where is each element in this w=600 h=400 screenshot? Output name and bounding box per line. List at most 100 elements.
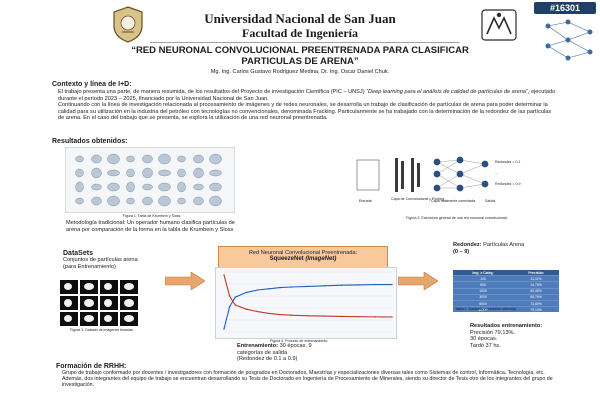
accuracy-point [279,286,281,289]
particle-sample [177,168,186,178]
particle-sample [158,182,171,192]
training-progress-chart [215,267,397,339]
university-logo [113,6,143,43]
figure-4-caption: Figura 4. Proceso de entrenamiento. [270,339,329,343]
particle-sample [91,196,102,206]
cnn-box-line-1: Red Neuronal Convolucional Preentrenada: [248,250,358,256]
particle-sample [209,169,222,177]
accuracy-point [324,285,326,287]
accuracy-point [228,306,231,308]
table-cell-precision: 11,11% [512,275,559,282]
loss-point [268,312,270,315]
results-heading: Resultados obtenidos: [52,138,128,145]
binary-dataset-images [60,280,140,326]
header-divider [150,42,460,43]
accuracy-series-line [223,283,393,330]
context-paragraph-2: Continuando con la línea de investigació… [58,102,552,122]
context-heading: Contexto y línea de I+D: [52,81,132,88]
loss-point [279,313,281,316]
particle-sample [177,155,186,163]
accuracy-point [357,284,360,286]
title-line-1: “RED NEURONAL CONVOLUCIONAL PREENTRENADA… [131,45,469,56]
datasets-text: Conjuntos de partículas arena (para Entr… [63,257,143,270]
krumbein-sloss-table-image [64,146,236,214]
particle-sample [209,153,222,165]
particle-sample [126,168,135,178]
output-label-2: Redondez = 0.9 [495,182,520,186]
training-results-heading: Resultados entrenamiento: [470,323,543,329]
table-cell-precision: 79,13% [512,306,559,313]
binary-particle-image [80,280,98,294]
particle-silhouette [84,283,94,290]
particle-silhouette [64,283,72,290]
loss-point [223,274,225,276]
rrhh-heading: Formación de RRHH: [56,363,127,370]
particle-sample [75,181,84,193]
binary-particle-image [120,312,138,326]
loss-point [391,316,393,318]
accuracy-point [223,328,225,330]
conv-layers [395,158,420,192]
particle-sample [126,181,135,193]
particle-sample [193,154,204,164]
particle-sample [107,153,120,165]
chart-grid [224,271,392,333]
label-conv: Capa de Convolucional y Pooling [391,197,444,201]
context-p1-c: , ejecutado durante el periodo 2023 – 20… [58,89,556,102]
particle-sample [209,182,222,192]
datasets-text-1: Conjuntos de partículas arena [63,257,138,263]
figure-1-caption: Figura 1. Tabla de Krumbein y Sloss. [122,214,182,218]
particle-silhouette [104,299,112,307]
datasets-text-2: (para Entrenamiento) [63,263,116,270]
university-name: Universidad Nacional de San Juan [204,11,396,26]
particle-silhouette [84,315,94,322]
rrhh-text: Grupo de trabajo conformado por docentes… [62,370,553,389]
methodology-text: Metodología tradicional: Un operador hum… [66,220,235,233]
loss-point [340,315,343,318]
particle-silhouette [124,299,134,307]
particle-sample [193,167,204,179]
title-line-2: PARTICULAS DE ARENA” [241,56,359,67]
redondez-range: (0 – 9) [453,249,469,256]
output-dots: ... [495,171,498,175]
project-name: “Deep learning para el análisis de calid… [366,89,528,95]
context-text: El trabajo presenta una parte, de manera… [58,89,558,122]
loss-point [324,315,326,317]
accuracy-point [340,284,343,286]
particle-sample [193,196,204,206]
binary-particle-image [100,280,118,294]
particle-silhouette [64,315,72,322]
output-label-1: Redondez = 0.1 [495,160,520,164]
loss-point [357,316,360,318]
table-cell-images: 6000 [453,299,513,307]
particle-sample [107,195,120,207]
binary-particle-image [80,296,98,310]
label-entrada: Entrada [359,199,372,203]
table-cell-precision: 69,76% [512,293,559,301]
table-cell-images: 500 [453,281,513,289]
cnn-model-name: SqueezeNet [269,256,306,262]
particle-sample [142,183,153,191]
particle-sample [158,153,171,165]
binary-particle-image [80,312,98,326]
particle-silhouette [104,283,112,290]
loss-point [228,295,231,297]
table-cell-images: 100 [453,275,513,282]
faculty-logo [481,9,517,41]
particle-silhouette [124,283,134,290]
particle-sample [126,155,135,163]
loss-point [234,304,236,306]
particle-sample [142,154,153,164]
results-precision: Precisión 79,13%. [470,329,516,336]
redondez-label: Redondez: [453,242,482,248]
cnn-model-box: Red Neuronal Convolucional Preentrenada:… [218,246,388,270]
binary-particle-image [60,280,78,294]
training-text-1: 30 épocas, 9 [278,343,312,349]
arrow-right-icon [398,272,438,290]
particle-sample [177,181,186,193]
network-decoration-icon [545,19,593,61]
redondez-range-value: (0 – 9) [453,249,470,255]
training-line-1: Entrenamiento: 30 épocas, 9 [237,343,387,350]
